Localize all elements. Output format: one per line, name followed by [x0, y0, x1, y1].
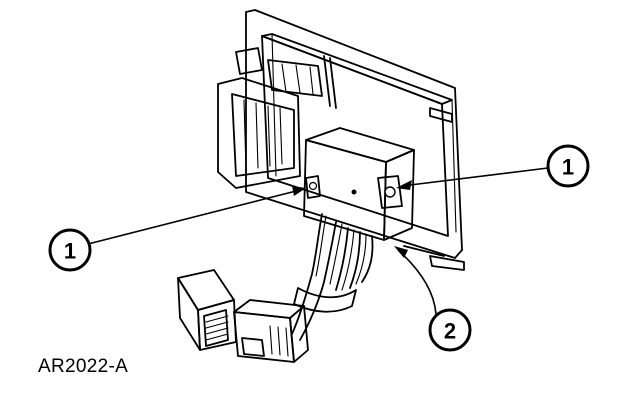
callout-1-right: 1 — [396, 144, 590, 190]
callout-2-label: 2 — [444, 319, 456, 344]
wiring-harness — [291, 213, 374, 341]
module-connector-port — [377, 175, 403, 209]
module-side-port — [305, 175, 321, 199]
harness-connector — [233, 299, 309, 363]
figure-code: AR2022-A — [38, 356, 129, 377]
callout-1-right-label: 1 — [562, 155, 574, 180]
mating-connector — [177, 269, 237, 351]
housing-recess — [217, 77, 301, 189]
mounting-bracket — [235, 9, 465, 271]
callout-2: 2 — [394, 246, 472, 352]
callout-1-left: 1 — [48, 186, 306, 272]
callout-1-left-label: 1 — [64, 239, 76, 264]
module-box — [303, 127, 415, 241]
